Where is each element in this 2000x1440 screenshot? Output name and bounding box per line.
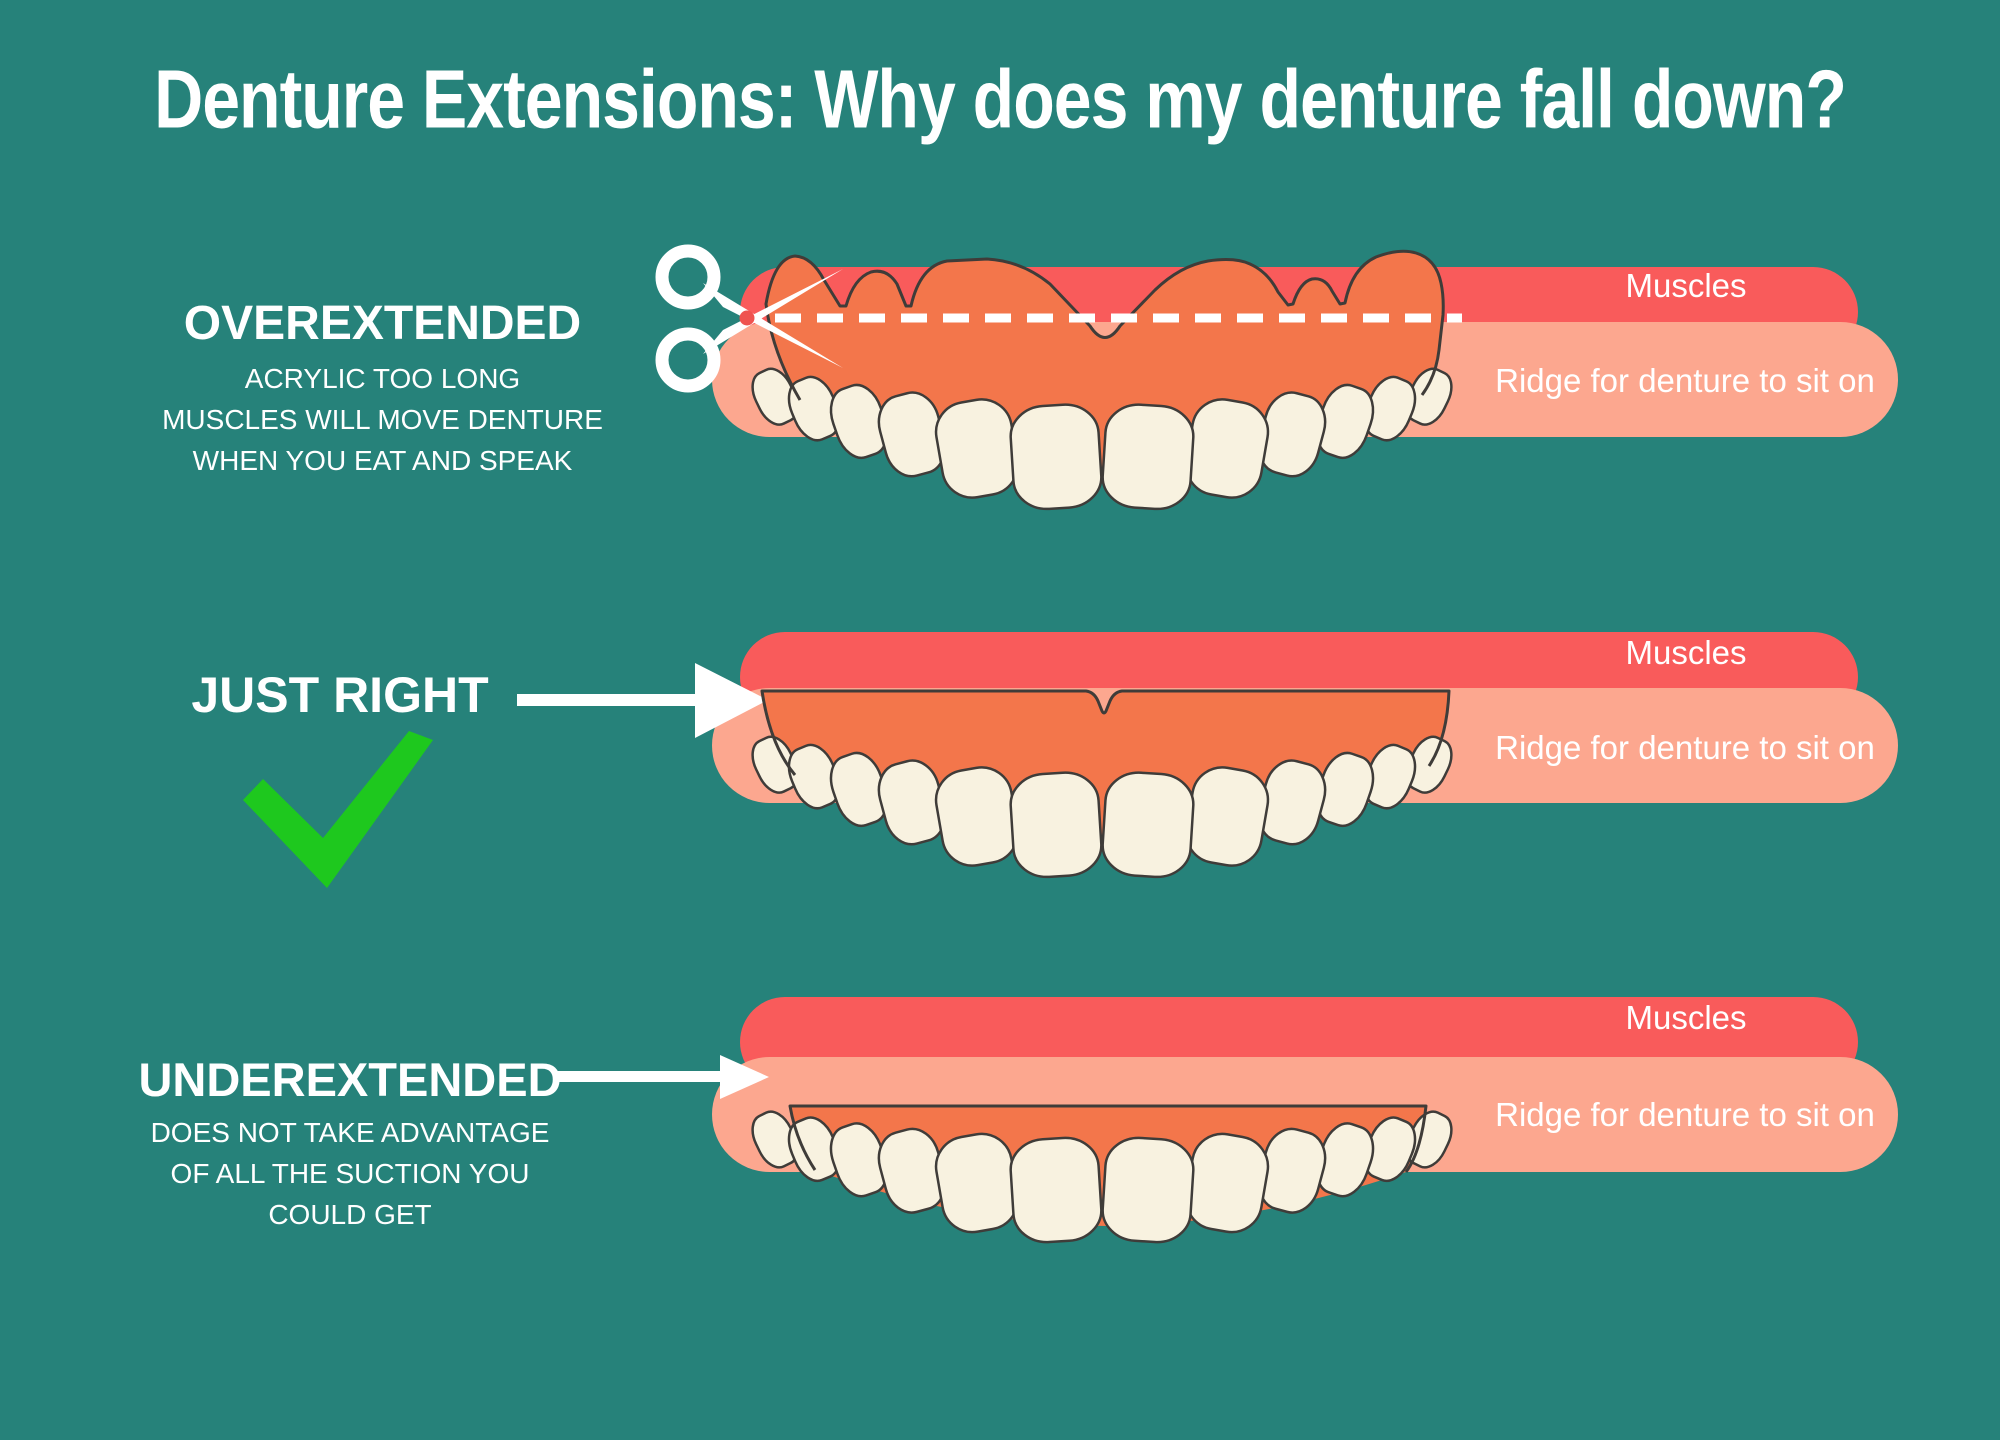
scissors-blade bbox=[703, 269, 843, 354]
section-heading-just-right: JUST RIGHT bbox=[191, 667, 489, 723]
denture-graphic-underextended bbox=[553, 1055, 1453, 1244]
section-description-overextended: ACRYLIC TOO LONG MUSCLES WILL MOVE DENTU… bbox=[130, 358, 635, 481]
description-line: COULD GET bbox=[268, 1199, 432, 1230]
description-line: OF ALL THE SUCTION YOU bbox=[170, 1158, 530, 1189]
denture-graphic-just-right bbox=[243, 663, 1453, 888]
scissors-icon bbox=[655, 244, 843, 393]
scissors-handle bbox=[655, 244, 721, 310]
ridge-bar-label: Ridge for denture to sit on bbox=[1495, 1096, 1875, 1133]
section-heading-overextended: OVEREXTENDED bbox=[183, 297, 582, 350]
denture-gum-outline bbox=[788, 1104, 1428, 1173]
tooth bbox=[1101, 1136, 1195, 1244]
denture-graphic-overextended bbox=[655, 244, 1462, 511]
tooth bbox=[1009, 403, 1103, 511]
scissors-handle bbox=[655, 327, 721, 393]
teeth-row bbox=[751, 735, 1453, 879]
arrow-icon bbox=[517, 663, 768, 738]
tooth bbox=[1009, 771, 1103, 879]
description-line: DOES NOT TAKE ADVANTAGE bbox=[150, 1117, 550, 1148]
section-description-underextended: DOES NOT TAKE ADVANTAGE OF ALL THE SUCTI… bbox=[130, 1112, 570, 1235]
description-line: WHEN YOU EAT AND SPEAK bbox=[192, 445, 573, 476]
muscles-bar-label: Muscles bbox=[1625, 999, 1747, 1036]
denture-gum-outline bbox=[760, 689, 1451, 776]
section-heading-underextended: UNDEREXTENDED bbox=[138, 1053, 562, 1106]
tooth bbox=[1101, 403, 1195, 511]
ridge-bar-label: Ridge for denture to sit on bbox=[1495, 362, 1875, 399]
check-icon bbox=[243, 731, 433, 888]
page-title: Denture Extensions: Why does my denture … bbox=[154, 53, 1847, 146]
description-line: ACRYLIC TOO LONG bbox=[244, 363, 521, 394]
description-line: MUSCLES WILL MOVE DENTURE bbox=[162, 404, 603, 435]
ridge-bar-label: Ridge for denture to sit on bbox=[1495, 729, 1875, 766]
teeth-row bbox=[751, 367, 1453, 511]
tooth bbox=[1009, 1136, 1103, 1244]
tooth bbox=[1101, 771, 1195, 879]
teeth-row bbox=[751, 1110, 1453, 1244]
scissors-pivot-dot bbox=[739, 310, 755, 326]
arrow-icon bbox=[553, 1055, 769, 1099]
muscles-bar-label: Muscles bbox=[1625, 267, 1747, 304]
muscles-bar-label: Muscles bbox=[1625, 634, 1747, 671]
scissors-blade bbox=[703, 283, 843, 368]
